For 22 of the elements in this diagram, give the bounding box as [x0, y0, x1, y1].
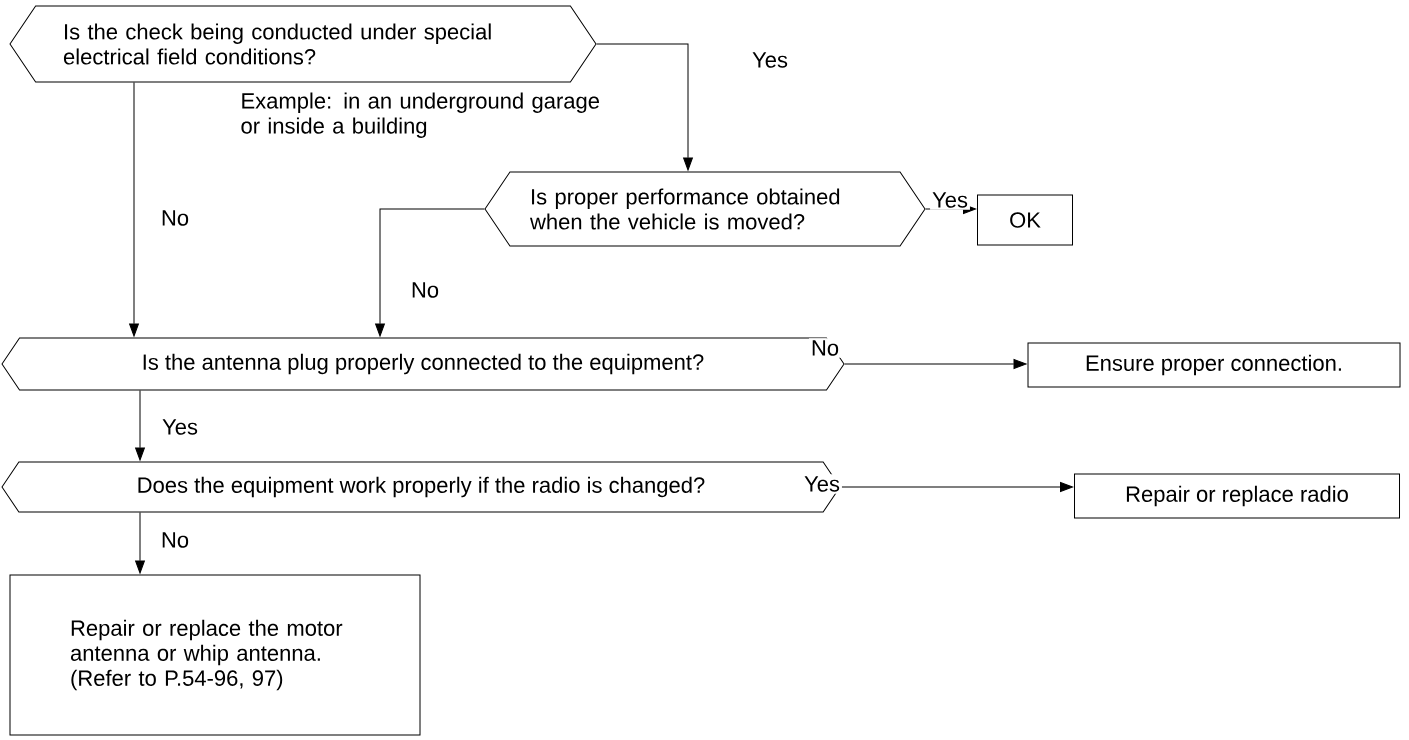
edge-label: Yes	[930, 190, 970, 210]
arrow	[844, 359, 1027, 369]
edge-label: No	[408, 280, 442, 300]
edge-label: No	[808, 338, 842, 358]
arrow	[135, 390, 145, 461]
process-box: Repair or replace radio	[1074, 473, 1400, 519]
edge-label: Yes	[750, 50, 790, 70]
note-text: Example: in an underground garage or inside a building	[241, 92, 599, 138]
arrow	[129, 82, 139, 337]
process-box: OK	[977, 194, 1073, 246]
edge-label: No	[158, 208, 192, 228]
arrow	[375, 208, 485, 337]
edge-label: No	[158, 530, 192, 550]
decision-hexagon: Is proper performance obtained when the vehicle is moved?	[484, 171, 926, 247]
decision-hexagon: Is the check being conducted under special electrical field conditions?	[9, 5, 597, 83]
arrow	[135, 512, 145, 574]
process-box: Ensure proper connection.	[1027, 342, 1401, 388]
edge-label: Yes	[160, 417, 200, 437]
process-box: Repair or replace the motor antenna or whip antenna. (Refer to P.54-96, 97)	[9, 574, 421, 736]
edge-label: Yes	[802, 474, 842, 494]
arrow	[840, 482, 1073, 492]
arrow	[596, 43, 693, 171]
